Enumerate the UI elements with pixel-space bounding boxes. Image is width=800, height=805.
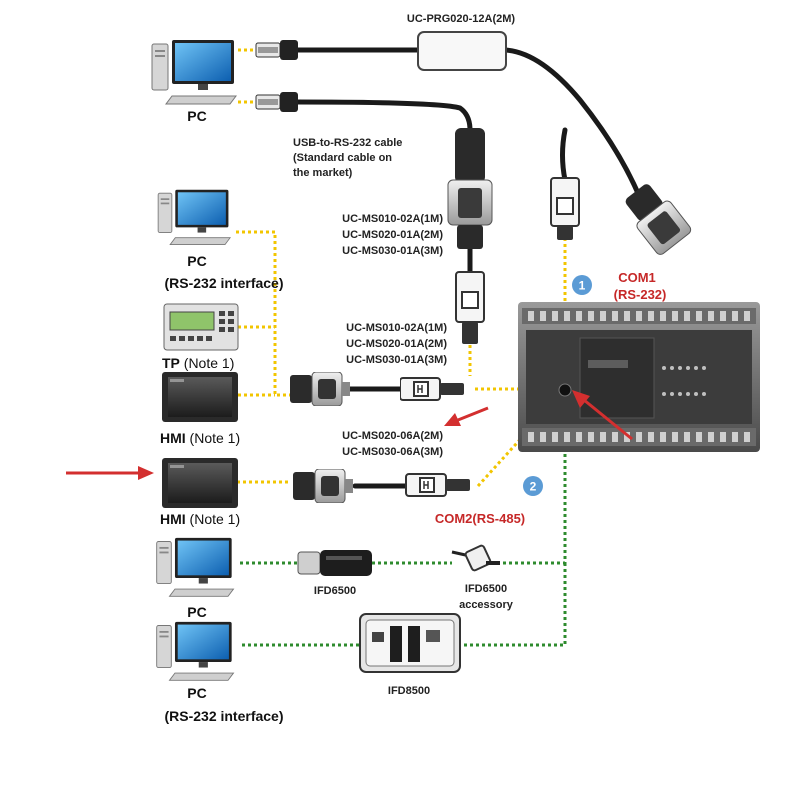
pc-icon-ifd6500 bbox=[156, 537, 234, 597]
tp-label: TP (Note 1) bbox=[162, 355, 234, 371]
com2-label: COM2(RS-485) bbox=[435, 511, 525, 526]
pc-icon-rs232-bottom bbox=[156, 621, 234, 681]
com2-badge bbox=[523, 476, 543, 496]
pc-rs232-interface-label-top: (RS-232 interface) bbox=[164, 275, 283, 291]
usb-plug-middle bbox=[255, 92, 298, 112]
mini-din-vertical-plug bbox=[455, 271, 485, 344]
ms-group-b-item-2: UC-MS020-01A(2M) bbox=[346, 338, 447, 350]
rs232-dotted-links bbox=[236, 48, 567, 488]
ifd6500-accessory-label-line2: accessory bbox=[459, 599, 514, 611]
ms-group-a-item-3: UC-MS030-01A(3M) bbox=[342, 245, 443, 257]
ms-group-b-item-3: UC-MS030-01A(3M) bbox=[346, 354, 447, 366]
tp-label-bold: TP bbox=[162, 355, 180, 371]
highlight-arrows bbox=[66, 390, 633, 480]
tp-unit-icon bbox=[163, 303, 239, 351]
pc-label-ifd6500: PC bbox=[187, 604, 206, 620]
prg-cable-module bbox=[417, 31, 507, 71]
com1-badge bbox=[572, 275, 592, 295]
ms-group-a-item-2: UC-MS020-01A(2M) bbox=[342, 229, 443, 241]
ifd6500-accessory-icon bbox=[451, 544, 500, 572]
pc-icon-rs232-top bbox=[157, 189, 231, 246]
db9-horizontal-upper bbox=[290, 372, 350, 406]
prg-cable-label: UC-PRG020-12A(2M) bbox=[407, 13, 516, 25]
pc-label-1: PC bbox=[187, 108, 206, 124]
hmi-label-lower-note: (Note 1) bbox=[186, 511, 240, 527]
hmi-label-upper-bold: HMI bbox=[160, 430, 186, 446]
plc-unit bbox=[518, 302, 760, 452]
usb-plug-top bbox=[255, 40, 298, 60]
rs485-dotted-links bbox=[240, 448, 567, 647]
prg-mini-din-plug bbox=[550, 177, 580, 240]
ms-group-c-item-1: UC-MS020-06A(2M) bbox=[342, 430, 443, 442]
ms-group-a-item-1: UC-MS010-02A(1M) bbox=[342, 213, 443, 225]
pc-rs232-interface-label-bottom: (RS-232 interface) bbox=[164, 708, 283, 724]
pc-icon-1 bbox=[151, 39, 237, 105]
ms-group-b-item-1: UC-MS010-02A(1M) bbox=[346, 322, 447, 334]
usb-rs232-label-line1: USB-to-RS-232 cable bbox=[293, 137, 402, 149]
pc-label-rs232-bottom: PC bbox=[187, 685, 206, 701]
hmi-icon-upper bbox=[162, 372, 238, 422]
ifd6500-accessory-label-line1: IFD6500 bbox=[465, 583, 507, 595]
usb-rs232-label-line3: the market) bbox=[293, 167, 353, 179]
db9-horizontal-lower bbox=[292, 469, 354, 503]
com1-badge-number: 1 bbox=[579, 279, 586, 293]
ifd8500-label: IFD8500 bbox=[388, 685, 430, 697]
hmi-label-lower: HMI (Note 1) bbox=[160, 511, 240, 527]
hmi-label-lower-bold: HMI bbox=[160, 511, 186, 527]
tp-label-note: (Note 1) bbox=[180, 355, 234, 371]
cable-wires bbox=[293, 47, 643, 489]
ifd8500-icon bbox=[359, 613, 461, 673]
usb-rs232-label-line2: (Standard cable on bbox=[293, 152, 392, 164]
db9-vertical-connector bbox=[447, 128, 493, 249]
ifd6500-label: IFD6500 bbox=[314, 585, 356, 597]
mini-din-horizontal-upper bbox=[400, 377, 464, 401]
ms-group-c-item-2: UC-MS030-06A(3M) bbox=[342, 446, 443, 458]
hmi-label-upper: HMI (Note 1) bbox=[160, 430, 240, 446]
pc-label-rs232-top: PC bbox=[187, 253, 206, 269]
hmi-icon-lower bbox=[162, 458, 238, 508]
com2-badge-number: 2 bbox=[530, 480, 537, 494]
com1-type-label: (RS-232) bbox=[614, 287, 667, 302]
prg-db9-connector bbox=[625, 184, 692, 255]
mini-din-horizontal-lower bbox=[405, 472, 471, 498]
hmi-label-upper-note: (Note 1) bbox=[186, 430, 240, 446]
com1-label: COM1 bbox=[618, 270, 656, 285]
ifd6500-icon bbox=[297, 550, 372, 576]
